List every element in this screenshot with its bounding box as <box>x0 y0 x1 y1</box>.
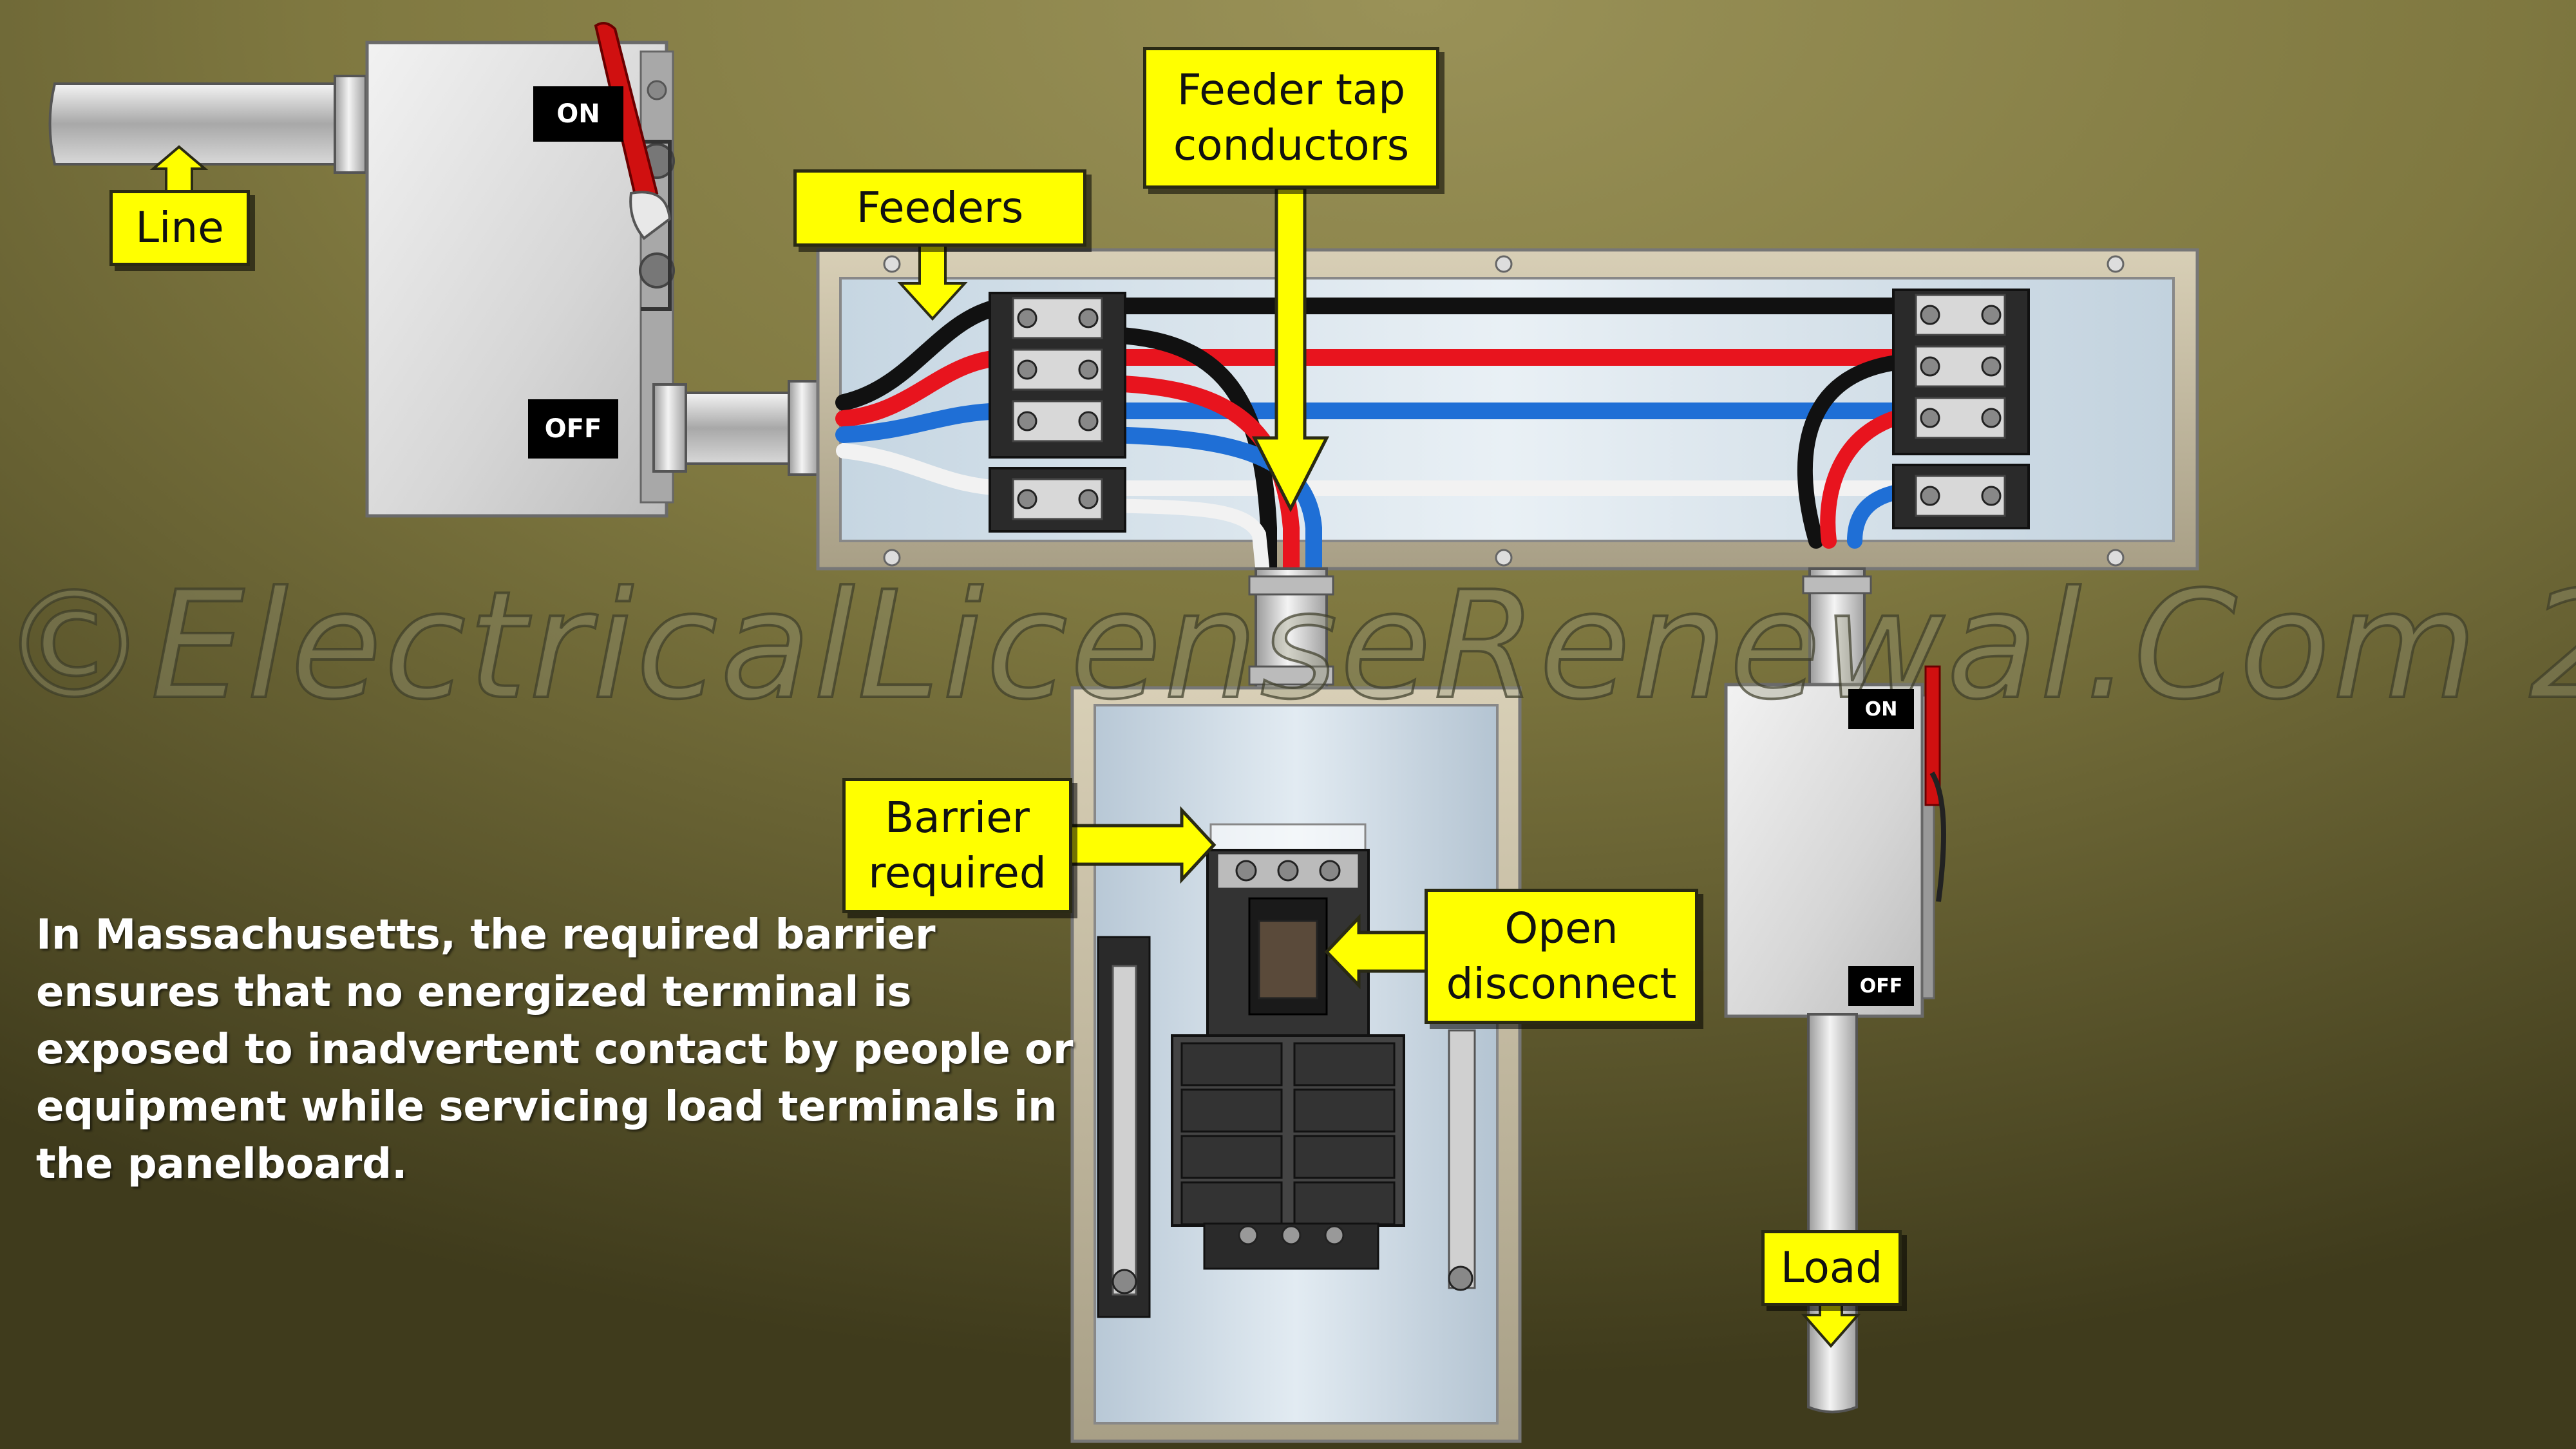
feeders-callout: Feeders <box>793 169 1086 247</box>
arrow-up-icon <box>149 145 209 194</box>
load-switch-off-label: OFF <box>1848 966 1914 1006</box>
left-terminal-blocks <box>989 292 1126 533</box>
top-switch-off-label: OFF <box>528 399 618 459</box>
open-disconnect-callout: Open disconnect <box>1425 889 1698 1024</box>
load-callout: Load <box>1761 1230 1902 1306</box>
arrow-right-icon <box>1068 806 1217 884</box>
top-switch-on-label: ON <box>533 86 623 142</box>
arrow-down-icon <box>897 243 968 321</box>
load-switch-on-label: ON <box>1848 689 1914 729</box>
arrow-down-icon <box>1251 186 1330 513</box>
line-callout: Line <box>109 190 250 266</box>
watermark: ©ElectricalLicenseRenewal.Com 2023 <box>0 559 2576 734</box>
top-disconnect-switch <box>365 22 675 518</box>
arrow-left-icon <box>1324 913 1428 990</box>
load-conduit <box>1807 1013 1858 1414</box>
panelboard <box>1070 686 1522 1443</box>
feeder-tap-callout: Feeder tap conductors <box>1143 47 1439 189</box>
barrier-callout: Barrier required <box>842 778 1072 913</box>
switch-to-gutter-conduit <box>652 380 819 476</box>
gutter-to-load-nipple <box>1802 567 1872 686</box>
right-terminal-blocks <box>1892 289 2030 529</box>
note-text: In Massachusetts, the required barrier e… <box>36 911 1074 1188</box>
line-conduit <box>48 75 367 174</box>
